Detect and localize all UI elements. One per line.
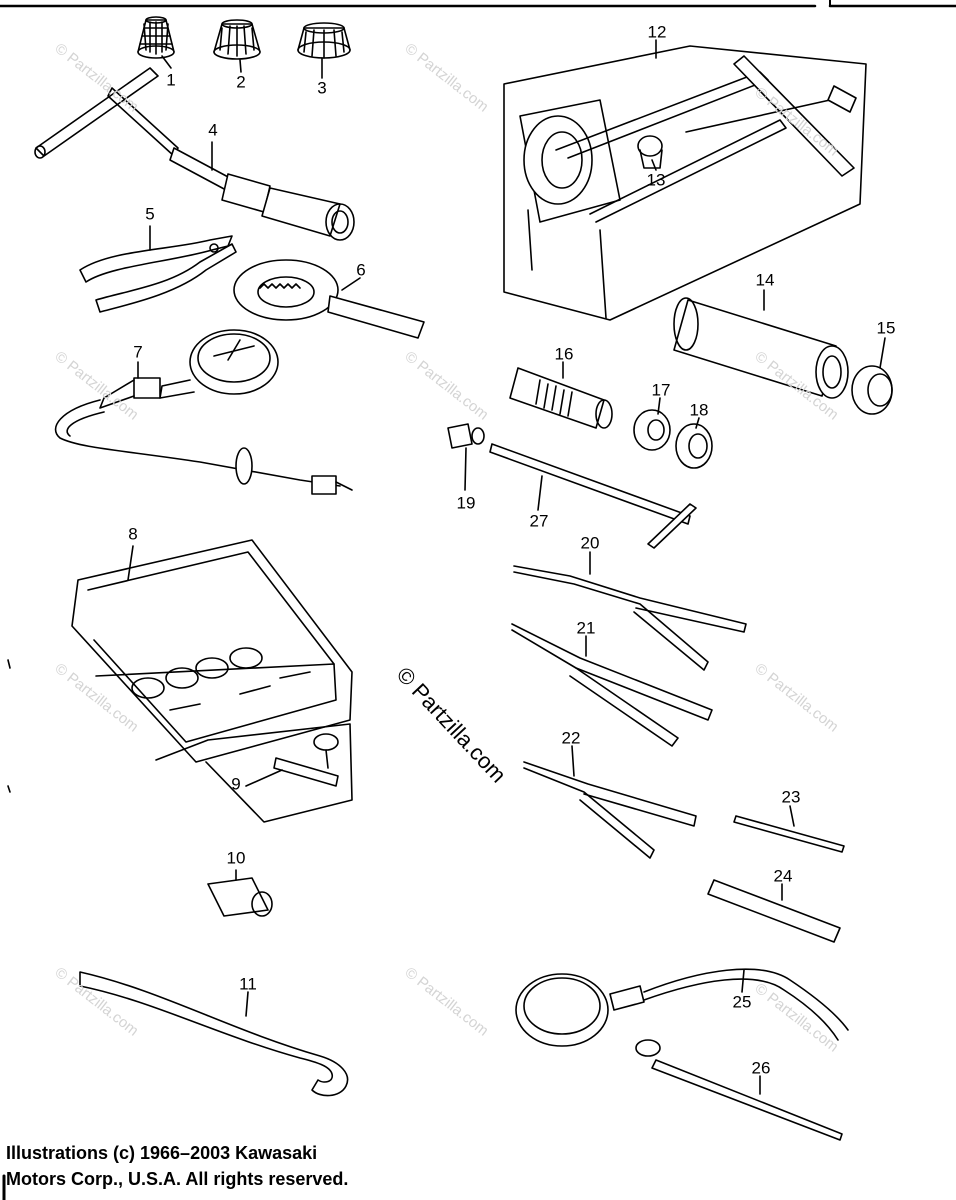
pliers-5-part <box>79 235 237 313</box>
gauge-adapter-9-part <box>155 723 353 823</box>
tool-23-part <box>733 815 845 853</box>
bearing-1-part <box>137 16 175 59</box>
callout-17: 17 <box>651 380 671 400</box>
ring-18-part <box>675 423 713 469</box>
callout-4: 4 <box>208 120 218 140</box>
tool-case-8-part <box>71 539 353 763</box>
gauge-hose-26-part <box>635 1039 843 1141</box>
collar-15-part <box>851 365 893 415</box>
callout-6: 6 <box>356 260 366 280</box>
bearing-3-part <box>297 22 351 59</box>
callout-19: 19 <box>456 493 476 513</box>
socket-10-part <box>207 877 273 917</box>
callout-8: 8 <box>128 524 138 544</box>
callout-15: 15 <box>876 318 896 338</box>
tool-24-part <box>707 879 841 943</box>
collet-19-part <box>447 423 485 449</box>
callout-23: 23 <box>781 787 801 807</box>
callout-11: 11 <box>239 974 257 994</box>
copyright-notice: Illustrations (c) 1966–2003 Kawasaki Mot… <box>6 1140 348 1192</box>
stray-mark <box>7 659 11 669</box>
callout-14: 14 <box>755 270 775 290</box>
oil-pressure-gauge-25-part <box>515 968 849 1047</box>
callout-26: 26 <box>751 1058 771 1078</box>
spanner-11-part <box>79 971 349 1097</box>
circlip-pliers-20-part <box>513 565 747 671</box>
callout-25: 25 <box>732 992 752 1012</box>
callout-1: 1 <box>166 70 176 90</box>
holder-wrench-6-part <box>233 259 425 339</box>
ring-17-part <box>633 409 671 451</box>
callout-9: 9 <box>231 774 241 794</box>
bearing-puller-12-part <box>503 45 867 321</box>
leader-lines <box>127 39 886 1095</box>
callout-18: 18 <box>689 400 709 420</box>
copyright-line-1: Illustrations (c) 1966–2003 Kawasaki <box>6 1143 318 1163</box>
callout-12: 12 <box>647 22 667 42</box>
circlip-pliers-21-part <box>511 623 713 747</box>
callout-7: 7 <box>133 342 143 362</box>
callout-2: 2 <box>236 72 246 92</box>
stray-mark <box>7 785 11 793</box>
circlip-pliers-22-part <box>523 761 697 859</box>
driver-16-part <box>509 367 613 429</box>
adapter-13-part <box>637 135 663 169</box>
callout-22: 22 <box>561 728 581 748</box>
sleeve-14-part <box>673 297 849 399</box>
compression-gauge-7-part <box>54 329 353 495</box>
callout-16: 16 <box>554 344 574 364</box>
callout-3: 3 <box>317 78 327 98</box>
copyright-line-2: Motors Corp., U.S.A. All rights reserved… <box>6 1169 349 1189</box>
t-handle-socket-4-part <box>34 67 355 241</box>
callout-20: 20 <box>580 533 600 553</box>
t-handle-shaft-27-part <box>489 443 697 549</box>
callout-21: 21 <box>576 618 596 638</box>
bearing-2-part <box>213 19 261 60</box>
callout-10: 10 <box>226 848 246 868</box>
callout-5: 5 <box>145 204 155 224</box>
callout-24: 24 <box>773 866 793 886</box>
callout-13: 13 <box>646 170 666 190</box>
callout-27: 27 <box>529 511 549 531</box>
